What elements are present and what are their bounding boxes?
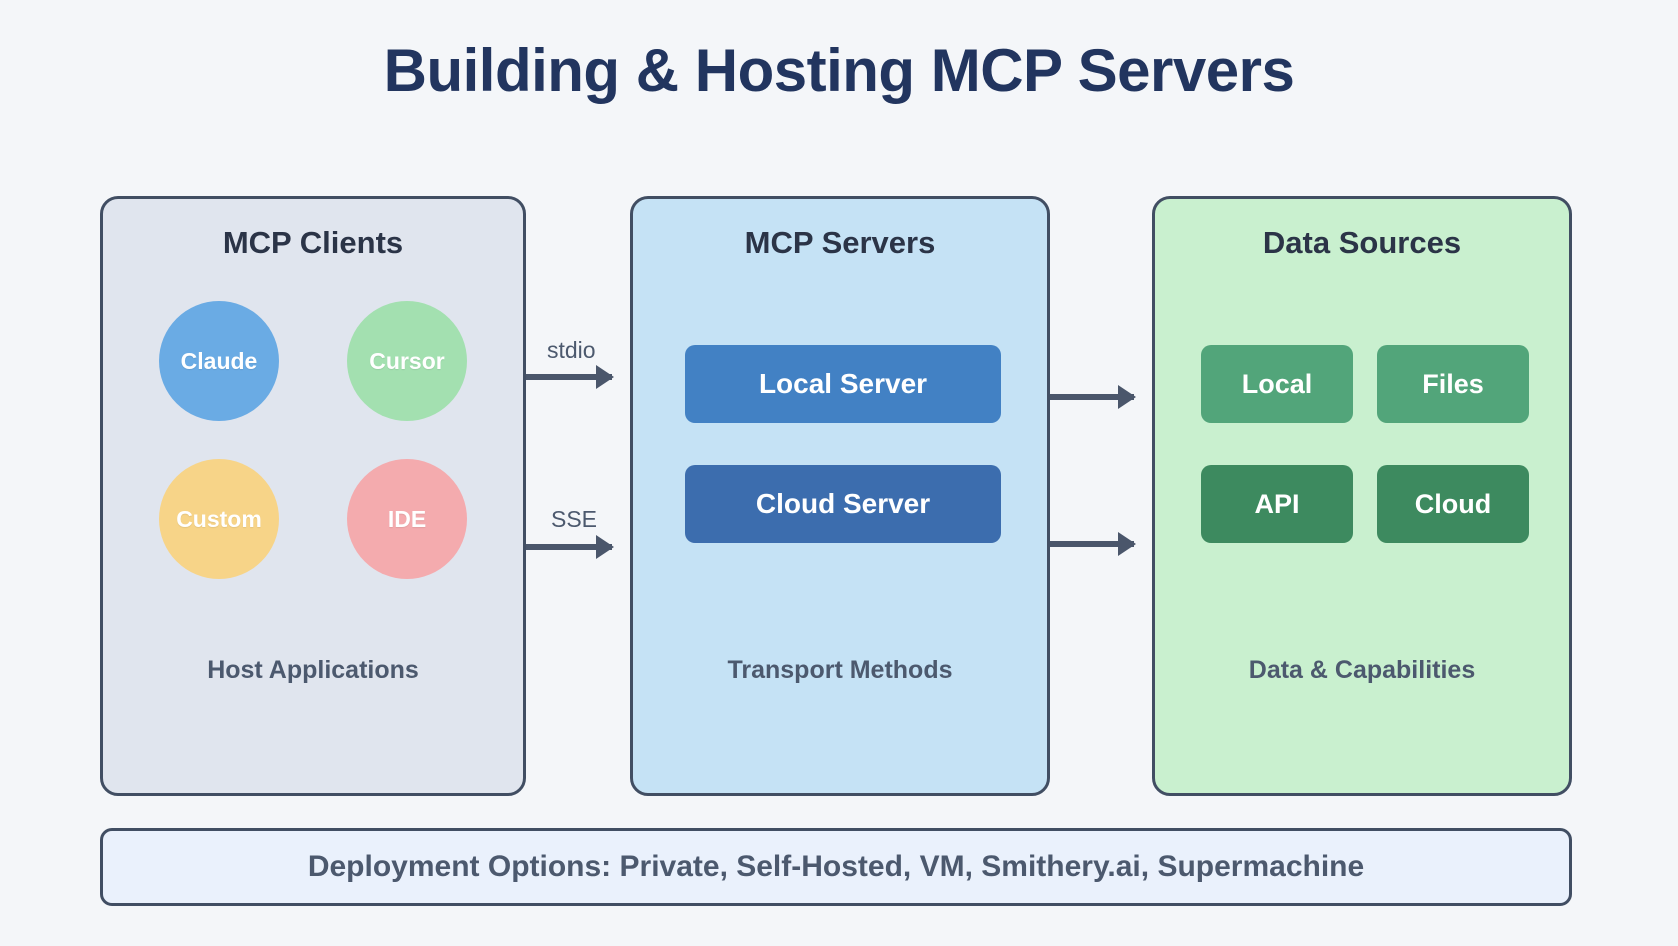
client-node-grid: Claude Cursor Custom IDE xyxy=(103,301,523,579)
arrow-clients-to-cloud-server xyxy=(526,535,614,559)
server-node-cloud-server[interactable]: Cloud Server xyxy=(685,465,1001,543)
panel-footer-host-applications: Host Applications xyxy=(207,656,419,684)
deployment-options-text: Deployment Options: Private, Self-Hosted… xyxy=(307,850,1365,883)
data-source-node-files[interactable]: Files xyxy=(1377,345,1529,423)
data-source-node-grid: Local Files API Cloud xyxy=(1201,345,1529,543)
panel-footer-data-capabilities: Data & Capabilities xyxy=(1248,656,1476,684)
arrow-label-stdio: stdio xyxy=(547,337,596,363)
panel-footer-transport-methods: Transport Methods xyxy=(727,656,953,684)
client-node-claude[interactable]: Claude xyxy=(159,301,279,421)
client-node-ide[interactable]: IDE xyxy=(347,459,467,579)
server-node-label: Local Server xyxy=(758,368,928,399)
server-node-local-server[interactable]: Local Server xyxy=(685,345,1001,423)
server-node-label: Cloud Server xyxy=(755,488,931,519)
arrow-label-sse: SSE xyxy=(551,506,598,532)
data-source-node-label: API xyxy=(1254,488,1300,519)
data-source-node-local[interactable]: Local xyxy=(1201,345,1353,423)
arrow-cloud-server-to-data-sources xyxy=(1050,532,1136,556)
server-node-list: Local Server Cloud Server xyxy=(685,345,1001,543)
client-node-label: Custom xyxy=(176,505,262,532)
client-node-label: Claude xyxy=(180,347,258,374)
client-node-custom[interactable]: Custom xyxy=(159,459,279,579)
panel-mcp-servers: MCP Servers Local Server Cloud Server Tr… xyxy=(630,196,1050,796)
deployment-options-bar: Deployment Options: Private, Self-Hosted… xyxy=(100,828,1572,906)
data-source-node-label: Local xyxy=(1241,368,1313,399)
data-source-node-label: Cloud xyxy=(1414,488,1492,519)
panel-title-data-sources: Data Sources xyxy=(1262,225,1462,260)
data-source-node-cloud[interactable]: Cloud xyxy=(1377,465,1529,543)
page-title: Building & Hosting MCP Servers xyxy=(383,37,1295,104)
client-node-label: Cursor xyxy=(369,347,445,374)
arrow-clients-to-local-server xyxy=(526,365,614,389)
client-node-cursor[interactable]: Cursor xyxy=(347,301,467,421)
data-source-node-api[interactable]: API xyxy=(1201,465,1353,543)
panel-data-sources: Data Sources Local Files API Cloud Data … xyxy=(1152,196,1572,796)
panel-title-mcp-servers: MCP Servers xyxy=(744,225,936,260)
panel-mcp-clients: MCP Clients Claude Cursor Custom IDE Hos… xyxy=(100,196,526,796)
arrow-local-server-to-data-sources xyxy=(1050,385,1136,409)
panel-title-mcp-clients: MCP Clients xyxy=(222,225,404,260)
data-source-node-label: Files xyxy=(1422,368,1484,399)
client-node-label: IDE xyxy=(387,505,427,532)
